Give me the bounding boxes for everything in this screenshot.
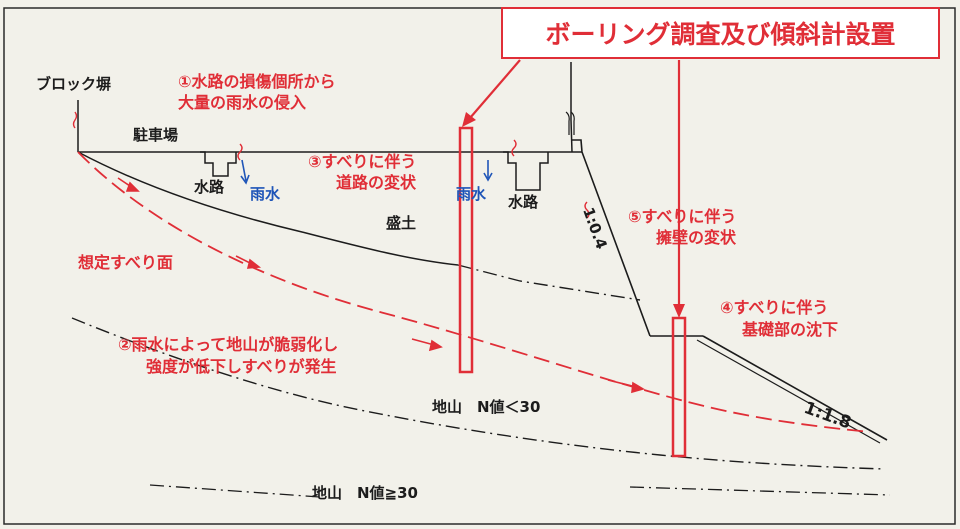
wall-crack <box>584 201 590 219</box>
fill-boundary <box>77 151 459 266</box>
parking-label: 駐車場 <box>133 126 179 144</box>
annotation-2-line-2: 強度が低下しすべりが発生 <box>146 357 337 376</box>
pointer-arrow-2-head <box>673 304 685 318</box>
diagram-title: ボーリング調査及び傾斜計設置 <box>545 20 896 49</box>
channel-right-label: 水路 <box>508 193 539 211</box>
rain-arrow-right-head <box>483 172 493 182</box>
title-box: ボーリング調査及び傾斜計設置 <box>501 7 940 59</box>
slip-arrow-2-head <box>246 258 262 269</box>
annotation-1-line-2: 大量の雨水の侵入 <box>178 93 307 112</box>
drawing-frame <box>3 7 956 525</box>
annotation-5-line-2: 擁壁の変状 <box>656 228 737 247</box>
annotation-4-line-2: 基礎部の沈下 <box>742 320 839 339</box>
borehole-2 <box>671 316 687 458</box>
fill-boundary-dashdot <box>457 264 641 301</box>
channel-right <box>503 151 549 191</box>
slip-arrow-3-head <box>428 339 443 352</box>
slip-arrow-4-head <box>631 381 646 394</box>
pointer-arrow-1 <box>469 59 521 119</box>
rain-arrow-left-head <box>240 174 250 185</box>
slip-arrow-1-head <box>125 181 140 192</box>
retaining-wall-post <box>570 62 573 153</box>
guard-rail <box>565 111 575 135</box>
fill-label: 盛土 <box>386 214 417 232</box>
rain-left-label: 雨水 <box>250 185 281 203</box>
pointer-arrow-1-head <box>462 112 476 127</box>
lower-slope <box>702 335 888 441</box>
slip-arrows <box>117 177 646 394</box>
ground-weak-label: 地山 N値＜30 <box>432 398 541 416</box>
rain-arrow-left <box>241 159 247 182</box>
retaining-wall-face <box>572 139 651 337</box>
annotation-3-line-1: ③すべりに伴う <box>308 152 417 171</box>
annotation-3-line-2: 道路の変状 <box>336 173 417 192</box>
bottom-boundary-1 <box>149 484 321 498</box>
channel-left-crack <box>237 143 243 161</box>
block-wall-label: ブロック塀 <box>36 75 112 93</box>
channel-left-label: 水路 <box>194 178 225 196</box>
slip-surface <box>77 151 871 433</box>
block-wall-crack <box>72 111 78 129</box>
annotation-1-line-1: ①水路の損傷個所から <box>178 72 336 91</box>
ground-firm-label: 地山 N値≧30 <box>312 484 418 502</box>
annotation-4-line-1: ④すべりに伴う <box>720 298 829 317</box>
rain-right-label: 雨水 <box>456 185 487 203</box>
channel-left <box>200 151 237 177</box>
firm-ground-boundary <box>71 317 886 470</box>
annotation-2-line-1: ②雨水によって地山が脆弱化し <box>118 335 339 354</box>
slip-surface-label: 想定すべり面 <box>78 253 173 272</box>
road-crack <box>511 139 517 157</box>
borehole-1 <box>458 126 474 374</box>
annotation-5-line-1: ⑤すべりに伴う <box>628 207 737 226</box>
bottom-boundary-2 <box>629 486 891 496</box>
lower-slope-inner <box>696 339 881 444</box>
